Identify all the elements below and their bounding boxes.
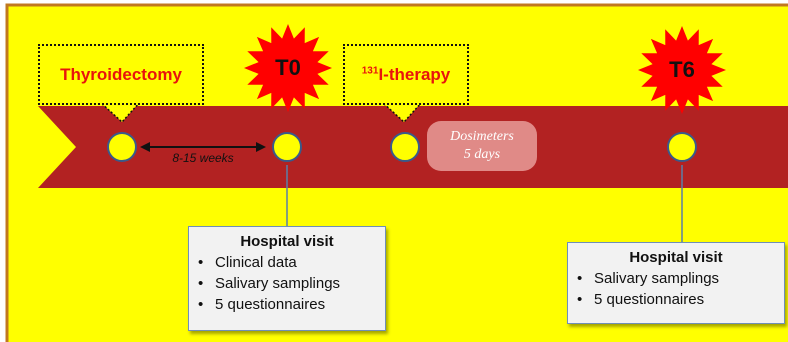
therapy-label-text: I-therapy [378,64,451,84]
hospital-visit-t6-list: Salivary samplings 5 questionnaires [568,268,784,310]
therapy-callout: 131I-therapy [343,44,469,105]
interval-arrowhead-right [256,142,266,152]
interval-arrowhead-left [140,142,150,152]
milestone-t0 [272,132,302,162]
list-item: 5 questionnaires [568,289,784,310]
list-item: 5 questionnaires [189,294,385,315]
list-item: Salivary samplings [189,273,385,294]
thyroidectomy-label: Thyroidectomy [60,64,182,84]
hospital-visit-t0-title: Hospital visit [240,233,334,250]
hospital-visit-t0-list: Clinical data Salivary samplings 5 quest… [189,252,385,315]
milestone-therapy [390,132,420,162]
t0-star [244,24,332,112]
hospital-visit-t6-title: Hospital visit [629,249,723,266]
milestone-thyroidectomy [107,132,137,162]
therapy-label: 131I-therapy [362,65,450,85]
list-item: Clinical data [189,252,385,273]
t6-label: T6 [669,57,695,82]
dosimeters-line2: 5 days [463,147,501,162]
dosimeters-badge: Dosimeters 5 days [427,121,537,171]
therapy-isotope-superscript: 131 [361,64,379,76]
t0-label: T0 [275,55,301,80]
milestone-t6 [667,132,697,162]
t6-star [638,26,726,114]
dosimeters-line1: Dosimeters [450,129,514,144]
hospital-visit-t6-box: Hospital visit Salivary samplings 5 ques… [567,242,785,324]
hospital-visit-t0-box: Hospital visit Clinical data Salivary sa… [188,226,386,331]
starburst-shape [638,26,726,114]
thyroidectomy-callout: Thyroidectomy [38,44,204,105]
list-item: Salivary samplings [568,268,784,289]
interval-label: 8-15 weeks [172,151,234,165]
starburst-shape [244,24,332,112]
